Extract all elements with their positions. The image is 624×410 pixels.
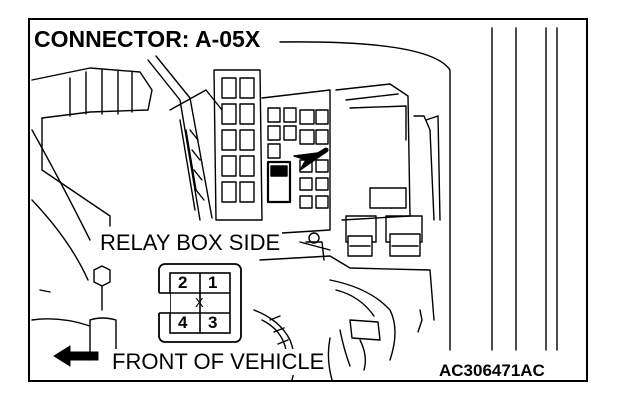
label-leader-line <box>299 241 331 251</box>
left-arrow-icon <box>53 345 99 367</box>
engine-bay-illustration <box>31 27 558 380</box>
pointer-arrow-icon <box>293 147 329 171</box>
diagram-frame: CONNECTOR: A-05X RELAY BOX SIDE FRONT OF… <box>28 18 588 382</box>
pin-2: 2 <box>178 273 188 292</box>
pin-3: 3 <box>208 313 218 332</box>
relay-box <box>213 69 331 235</box>
left-fender-grille <box>31 67 153 327</box>
connector-face: 2 1 X 4 3 <box>158 263 242 343</box>
figure-code: AC306471AC <box>437 361 547 380</box>
unused-pin-mark: X <box>195 295 204 310</box>
pin-1: 1 <box>208 273 218 292</box>
bolt-icon <box>89 265 117 361</box>
pin-4: 4 <box>178 313 188 332</box>
junction-block <box>335 83 441 257</box>
lower-cables <box>253 232 435 380</box>
front-of-vehicle-label: FRONT OF VEHICLE <box>110 349 327 375</box>
body-panel-lines <box>279 27 558 351</box>
connector-title: CONNECTOR: A-05X <box>34 26 265 52</box>
relay-box-side-label: RELAY BOX SIDE <box>98 230 283 256</box>
connector-housing <box>158 263 242 343</box>
wiring-harness-left <box>147 55 223 221</box>
